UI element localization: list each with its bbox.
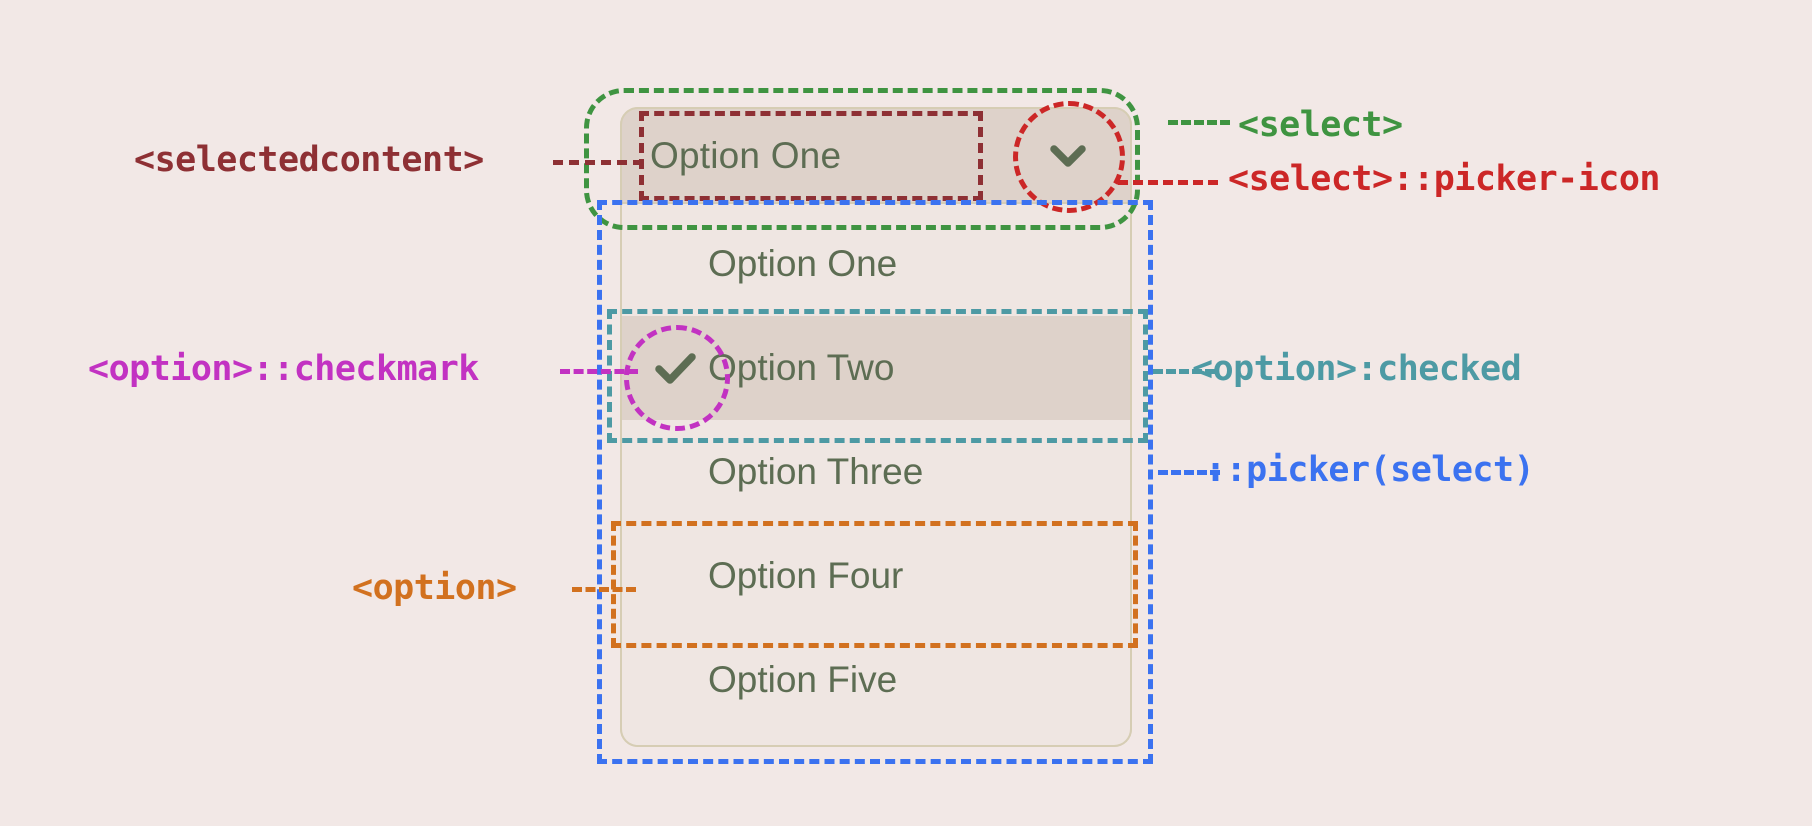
picker-option-list: Option One Option Two Option Three Optio… <box>620 204 1132 747</box>
annotation-label-picker-select: ::picker(select) <box>1205 450 1535 490</box>
list-item[interactable]: Option One <box>622 212 1130 316</box>
leader-picker-icon <box>1118 180 1218 185</box>
list-item[interactable]: Option Three <box>622 420 1130 524</box>
annotation-label-selectedcontent: <selectedcontent> <box>134 140 484 180</box>
selectedcontent: Option One <box>650 134 842 176</box>
list-item[interactable]: Option Four <box>622 524 1130 628</box>
list-item[interactable]: Option Five <box>622 628 1130 732</box>
select-button[interactable]: Option One <box>620 107 1132 204</box>
option-label: Option Two <box>708 347 895 388</box>
option-label: Option Three <box>708 451 924 492</box>
option-label: Option Five <box>708 659 898 700</box>
annotation-label-select: <select> <box>1238 105 1403 145</box>
option-label: Option One <box>708 243 898 284</box>
annotation-label-option-checked: <option>:checked <box>1192 349 1522 389</box>
annotation-label-option: <option> <box>352 568 517 608</box>
annotation-label-option-checkmark: <option>::checkmark <box>88 349 479 389</box>
leader-select <box>1168 120 1230 125</box>
option-label: Option Four <box>708 555 904 596</box>
chevron-down-icon[interactable] <box>1042 130 1094 182</box>
annotation-label-picker-icon: <select>::picker-icon <box>1228 159 1661 199</box>
checkmark-icon <box>642 340 708 396</box>
list-item[interactable]: Option Two <box>622 316 1130 420</box>
